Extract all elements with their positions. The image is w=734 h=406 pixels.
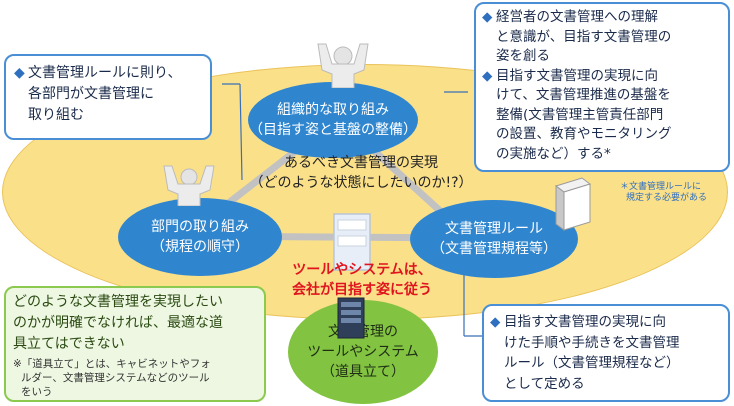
management-item1-line1: 経営者の文書管理への理解 (496, 9, 658, 25)
rules-callout-line3: ルール（文書管理規程など） (504, 355, 680, 371)
organizational-effort-circle: 組織的な取り組み （目指す姿と基盤の整備） (248, 82, 418, 158)
red-caption-line2: 会社が目指す姿に従う (292, 282, 432, 298)
tools-callout-main-line3: 具立てはできない (13, 336, 125, 352)
cabinet-icon (333, 213, 371, 271)
connector-left-box (239, 83, 243, 181)
department-effort-subtitle: （規程の順守） (151, 239, 249, 255)
department-callout-line3: 取り組む (28, 107, 84, 123)
rules-callout-item: ◆ 目指す文書管理の実現に向 けた手順や手続きを文書管理 ルール（文書管理規程な… (490, 312, 722, 394)
management-callout-item1: ◆ 経営者の文書管理への理解 と意識が、目指す文書管理の 姿を創る (482, 8, 722, 67)
footnote: ＊文書管理ルールに 規定する必要がある (620, 182, 732, 204)
tools-callout-box: どのような文書管理を実現したい のかが明確でなければ、最適な道 具立てはできない… (4, 286, 266, 402)
tools-callout-main-line2: のかが明確でなければ、最適な道 (13, 315, 223, 331)
server-icon (337, 297, 365, 339)
person-arms-up-icon (317, 43, 369, 88)
diamond-bullet-icon: ◆ (482, 9, 493, 25)
binder-icon (554, 177, 592, 231)
rules-callout-line4: として定める (504, 375, 585, 392)
management-callout-box: ◆ 経営者の文書管理への理解 と意識が、目指す文書管理の 姿を創る ◆ 目指す文… (474, 2, 730, 172)
management-callout-item2: ◆ 目指す文書管理の実現に向 けて、文書管理推進の基盤を 整備(文書管理主管責任… (482, 67, 722, 165)
document-rules-circle: 文書管理ルール （文書管理規程等） (410, 200, 578, 278)
tools-callout-note: ※「道具立て」とは、キャビネットやフォ ルダー、文書管理システムなどのツール を… (13, 357, 257, 399)
tools-callout-note-line1: ※「道具立て」とは、キャビネットやフォ (13, 358, 211, 370)
diamond-bullet-icon: ◆ (490, 314, 501, 330)
footnote-line1: ＊文書管理ルールに (620, 182, 702, 192)
department-callout-box: ◆ 文書管理ルールに則り、 各部門が文書管理に 取り組む (4, 54, 212, 140)
tools-callout-note-line2: ルダー、文書管理システムなどのツール (21, 372, 210, 384)
document-rules-title: 文書管理ルール (445, 221, 543, 237)
center-goal-text: あるべき文書管理の実現 （どのような状態にしたいのか!?） (236, 153, 486, 193)
footnote-line2: 規定する必要がある (626, 193, 708, 203)
tools-callout-note-line3: をいう (21, 386, 53, 398)
diamond-bullet-icon: ◆ (14, 65, 25, 81)
department-callout-item: ◆ 文書管理ルールに則り、 各部門が文書管理に 取り組む (14, 63, 202, 126)
department-callout-line2: 各部門が文書管理に (28, 86, 154, 102)
red-caption-line1: ツールやシステムは、 (292, 262, 432, 278)
management-item2-line1: 目指す文書管理の実現に向 (496, 67, 658, 84)
tools-callout-main-line1: どのような文書管理を実現したい (13, 294, 223, 310)
management-item2-line5: の実施など）する* (496, 145, 611, 162)
person-arms-up-icon (163, 165, 215, 206)
red-caption: ツールやシステムは、 会社が目指す姿に従う (262, 260, 462, 300)
center-goal-line1: あるべき文書管理の実現 (284, 155, 438, 171)
management-item2-line4: の設置、教育やモニタリング (496, 126, 672, 142)
rules-callout-line1: 目指す文書管理の実現に向 (504, 314, 666, 330)
center-goal-line2: （どのような状態にしたいのか!?） (249, 175, 473, 191)
management-item2-line2: けて、文書管理推進の基盤を (496, 87, 671, 103)
organizational-effort-subtitle: （目指す姿と基盤の整備） (249, 122, 417, 138)
tools-systems-line3: （道具立て） (321, 364, 405, 380)
management-item2-line3: 整備(文書管理主管責任部門 (496, 106, 664, 123)
department-callout-line1: 文書管理ルールに則り、 (28, 65, 182, 81)
rules-callout-box: ◆ 目指す文書管理の実現に向 けた手順や手続きを文書管理 ルール（文書管理規程な… (482, 304, 730, 402)
diamond-bullet-icon: ◆ (482, 67, 493, 84)
department-effort-title: 部門の取り組み (151, 219, 249, 235)
triangle-links (175, 113, 480, 242)
organizational-effort-title: 組織的な取り組み (277, 102, 389, 118)
document-rules-subtitle: （文書管理規程等） (431, 241, 557, 257)
management-item1-line2: と意識が、目指す文書管理の (496, 28, 672, 45)
management-item1-line3: 姿を創る (496, 48, 550, 64)
tools-systems-line2: ツールやシステム (307, 344, 419, 360)
rules-callout-line2: けた手順や手続きを文書管理 (504, 334, 680, 351)
tools-callout-main: どのような文書管理を実現したい のかが明確でなければ、最適な道 具立てはできない (13, 292, 257, 355)
department-effort-circle: 部門の取り組み （規程の順守） (118, 198, 282, 276)
